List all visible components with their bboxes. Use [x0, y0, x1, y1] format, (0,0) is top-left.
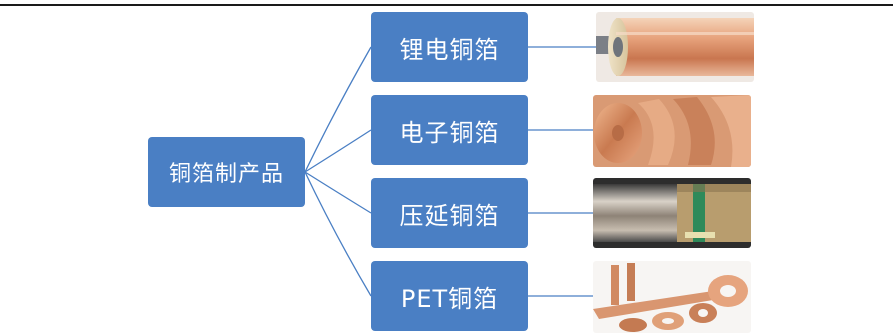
product-label-rolled: 压延铜箔	[399, 201, 500, 230]
pet-copper-foil-photo	[593, 261, 751, 333]
connector-root-to-pet	[304, 171, 372, 297]
root-node: 铜箔制产品	[148, 137, 305, 207]
connector-root-to-electronic	[304, 129, 372, 173]
connector-root-to-rolled	[304, 171, 372, 214]
product-node-rolled: 压延铜箔	[371, 178, 528, 248]
product-label-lithium: 锂电铜箔	[399, 35, 500, 64]
lithium-battery-copper-foil-photo	[596, 12, 754, 82]
product-node-pet: PET铜箔	[371, 261, 528, 331]
product-label-pet: PET铜箔	[400, 284, 499, 313]
product-node-lithium: 锂电铜箔	[371, 12, 528, 82]
top-rule	[0, 4, 893, 6]
product-label-electronic: 电子铜箔	[399, 118, 500, 147]
rolled-copper-foil-photo	[593, 178, 751, 248]
electronic-copper-foil-photo	[593, 95, 751, 167]
product-node-electronic: 电子铜箔	[371, 95, 528, 165]
root-node-label: 铜箔制产品	[168, 162, 284, 187]
connector-root-to-lithium	[304, 46, 372, 173]
